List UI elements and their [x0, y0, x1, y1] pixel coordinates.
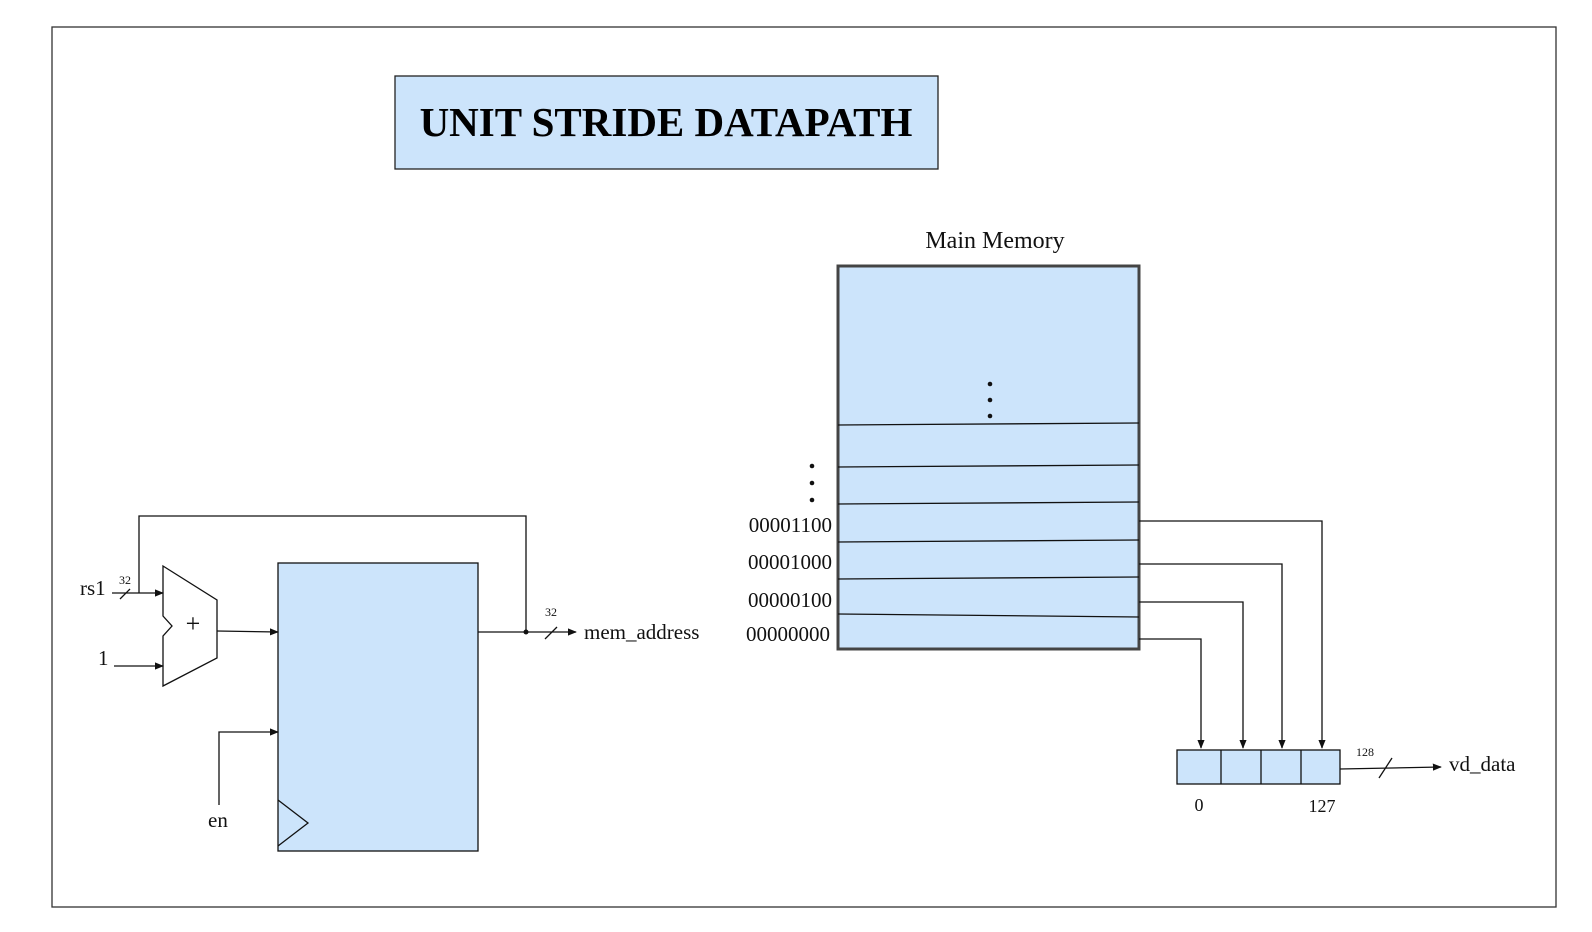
main-memory-label: Main Memory — [925, 228, 1064, 254]
address-register — [277, 562, 479, 852]
rs1-width-slash — [119, 588, 131, 600]
adder-symbol: + — [186, 609, 201, 638]
rs1-width-label: 32 — [119, 573, 131, 587]
vector-register — [1176, 749, 1341, 785]
mem-address-label: mem_address — [584, 620, 699, 644]
adder-to-register-wire — [216, 628, 279, 636]
memory-ellipsis-icon — [987, 381, 993, 419]
clock-triangle-icon — [277, 799, 310, 847]
address-ellipsis-icon — [809, 463, 815, 503]
adder: + — [162, 564, 218, 688]
memory-row-line — [837, 576, 1140, 580]
address-label: 00000000 — [746, 622, 830, 646]
memory-to-vector-wire — [1139, 601, 1247, 749]
vd-data-label: vd_data — [1449, 752, 1516, 776]
vd-data-wire — [1339, 763, 1442, 771]
memory-row-line — [837, 501, 1140, 505]
memory-to-vector-wire — [1139, 638, 1205, 749]
en-wire — [218, 728, 279, 805]
memory-to-vector-wire — [1139, 563, 1286, 749]
en-label: en — [208, 808, 228, 832]
address-label: 00001100 — [749, 513, 832, 537]
memory-to-vector-wire — [1139, 520, 1326, 749]
vector-high-index: 127 — [1309, 796, 1336, 816]
address-label: 00001000 — [748, 550, 832, 574]
mem-address-width-label: 32 — [545, 605, 557, 619]
vd-data-width-label: 128 — [1356, 745, 1374, 759]
memory-row-line — [837, 464, 1140, 468]
memory-row-line — [837, 613, 1140, 618]
diagram-title: UNIT STRIDE DATAPATH — [420, 99, 913, 145]
title-box: UNIT STRIDE DATAPATH — [394, 75, 939, 170]
rs1-label: rs1 — [80, 576, 106, 600]
main-memory — [836, 264, 1141, 651]
memory-row-line — [837, 422, 1140, 426]
mem-address-width-slash — [544, 626, 558, 640]
vector-low-index: 0 — [1195, 795, 1204, 815]
one-label: 1 — [98, 646, 109, 670]
vd-data-width-slash — [1378, 757, 1393, 779]
feedback-wire — [138, 515, 527, 632]
memory-row-line — [837, 539, 1140, 543]
address-label: 00000100 — [748, 588, 832, 612]
